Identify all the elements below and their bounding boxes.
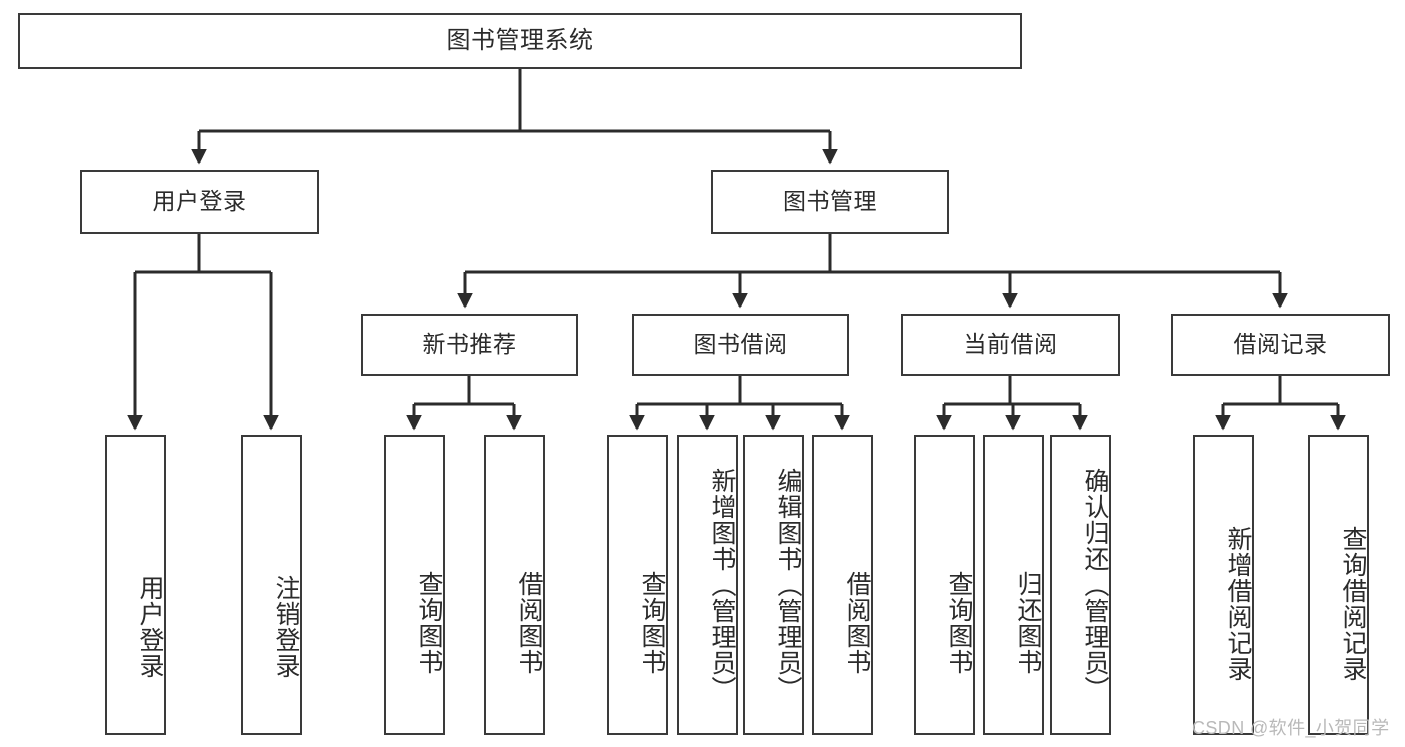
- node-current-borrow-label: 当前借阅: [963, 331, 1058, 358]
- node-leaf-return-book[interactable]: 归还图书: [983, 435, 1044, 735]
- node-leaf-query-book-3-label: 查询图书: [945, 571, 973, 675]
- node-leaf-add-record[interactable]: 新增借阅记录: [1193, 435, 1254, 735]
- node-leaf-query-book-3[interactable]: 查询图书: [914, 435, 975, 735]
- node-leaf-query-record[interactable]: 查询借阅记录: [1308, 435, 1369, 735]
- node-new-book-rec-label: 新书推荐: [422, 331, 517, 358]
- node-user-login-label: 用户登录: [152, 188, 247, 215]
- node-leaf-query-book-2-label: 查询图书: [638, 571, 666, 675]
- node-leaf-query-book-1-label: 查询图书: [415, 571, 443, 675]
- csdn-watermark: CSDN @软件_小贺同学: [1192, 718, 1390, 738]
- node-leaf-user-login[interactable]: 用户登录: [105, 435, 166, 735]
- node-leaf-add-book[interactable]: 新增图书（管理员）: [677, 435, 738, 735]
- node-new-book-rec[interactable]: 新书推荐: [361, 314, 578, 376]
- node-borrow-record[interactable]: 借阅记录: [1171, 314, 1390, 376]
- node-leaf-query-record-label: 查询借阅记录: [1339, 526, 1367, 682]
- node-borrow-record-label: 借阅记录: [1233, 331, 1328, 358]
- node-leaf-confirm-return-label: 确认归还（管理员）: [1081, 468, 1109, 702]
- node-current-borrow[interactable]: 当前借阅: [901, 314, 1120, 376]
- node-book-borrow-label: 图书借阅: [693, 331, 788, 358]
- node-leaf-add-record-label: 新增借阅记录: [1224, 526, 1252, 682]
- node-leaf-borrow-book-1-label: 借阅图书: [515, 571, 543, 675]
- node-root[interactable]: 图书管理系统: [18, 13, 1022, 69]
- node-leaf-return-book-label: 归还图书: [1014, 571, 1042, 675]
- node-leaf-edit-book-label: 编辑图书（管理员）: [774, 468, 802, 702]
- node-leaf-borrow-book-1[interactable]: 借阅图书: [484, 435, 545, 735]
- node-leaf-borrow-book-2[interactable]: 借阅图书: [812, 435, 873, 735]
- node-book-manage[interactable]: 图书管理: [711, 170, 949, 234]
- node-leaf-user-logout[interactable]: 注销登录: [241, 435, 302, 735]
- node-leaf-query-book-1[interactable]: 查询图书: [384, 435, 445, 735]
- node-leaf-user-logout-label: 注销登录: [272, 575, 300, 679]
- node-leaf-confirm-return[interactable]: 确认归还（管理员）: [1050, 435, 1111, 735]
- node-root-label: 图书管理系统: [446, 26, 594, 54]
- node-leaf-user-login-label: 用户登录: [136, 575, 164, 679]
- node-book-manage-label: 图书管理: [783, 188, 877, 215]
- node-leaf-query-book-2[interactable]: 查询图书: [607, 435, 668, 735]
- node-leaf-edit-book[interactable]: 编辑图书（管理员）: [743, 435, 804, 735]
- node-user-login[interactable]: 用户登录: [80, 170, 319, 234]
- node-leaf-borrow-book-2-label: 借阅图书: [843, 571, 871, 675]
- node-book-borrow[interactable]: 图书借阅: [632, 314, 849, 376]
- node-leaf-add-book-label: 新增图书（管理员）: [708, 468, 736, 702]
